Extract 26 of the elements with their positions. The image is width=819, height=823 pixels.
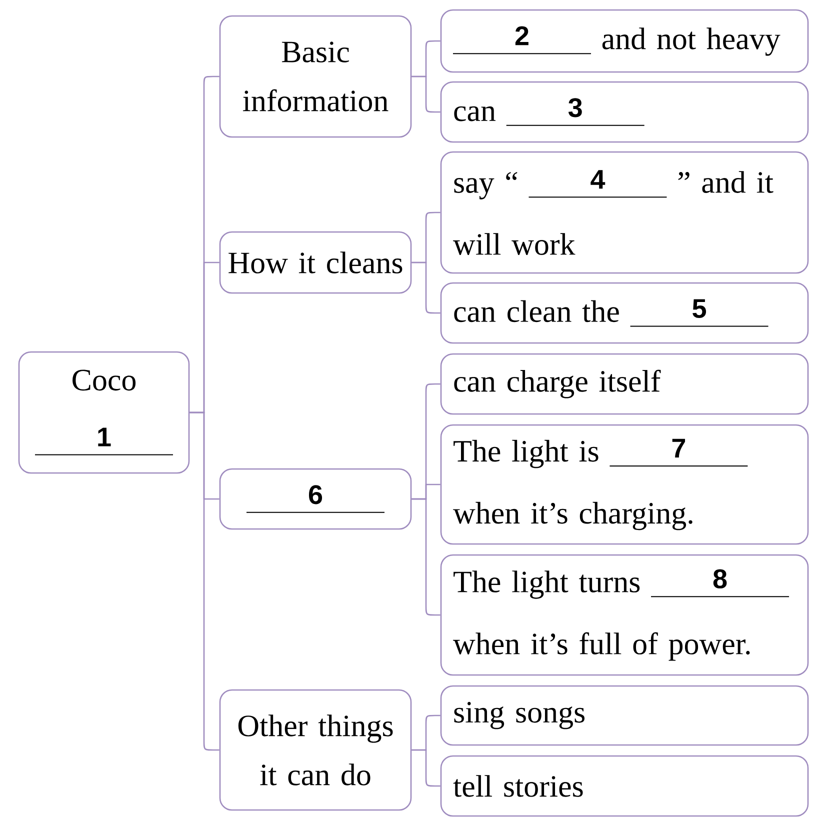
question-number: 6 xyxy=(308,485,322,504)
question-number: 3 xyxy=(568,98,582,118)
question-number: 5 xyxy=(692,299,706,318)
question-number: 8 xyxy=(713,569,727,588)
branch-line xyxy=(412,749,440,787)
branch-line xyxy=(190,412,220,751)
detail-box: can charge itself xyxy=(440,353,809,415)
question-number: 2 xyxy=(515,26,528,46)
detail-box: sing songs xyxy=(440,685,809,746)
branch-line xyxy=(412,498,440,616)
question-number: 4 xyxy=(590,170,606,189)
detail-box: can 3 xyxy=(440,81,809,143)
root-box: Coco 1 xyxy=(18,351,190,474)
detail-box: can clean the 5 xyxy=(440,282,809,344)
detail-box: The light is 7 when it’s charging. xyxy=(440,424,809,545)
branch-line xyxy=(412,76,440,113)
topic-box: Other things it can do xyxy=(219,689,412,811)
branch-line xyxy=(412,262,440,314)
topic-box: How it cleans xyxy=(219,231,412,294)
topic-box xyxy=(219,468,412,530)
topic-box: Basic information xyxy=(219,15,412,138)
detail-box: The light turns 8 when it’s full of power. xyxy=(440,554,809,676)
question-number: 7 xyxy=(672,438,686,458)
detail-box: 2 and not heavy xyxy=(440,9,809,73)
question-number: 1 xyxy=(98,428,111,446)
detail-box: tell stories xyxy=(440,755,809,817)
